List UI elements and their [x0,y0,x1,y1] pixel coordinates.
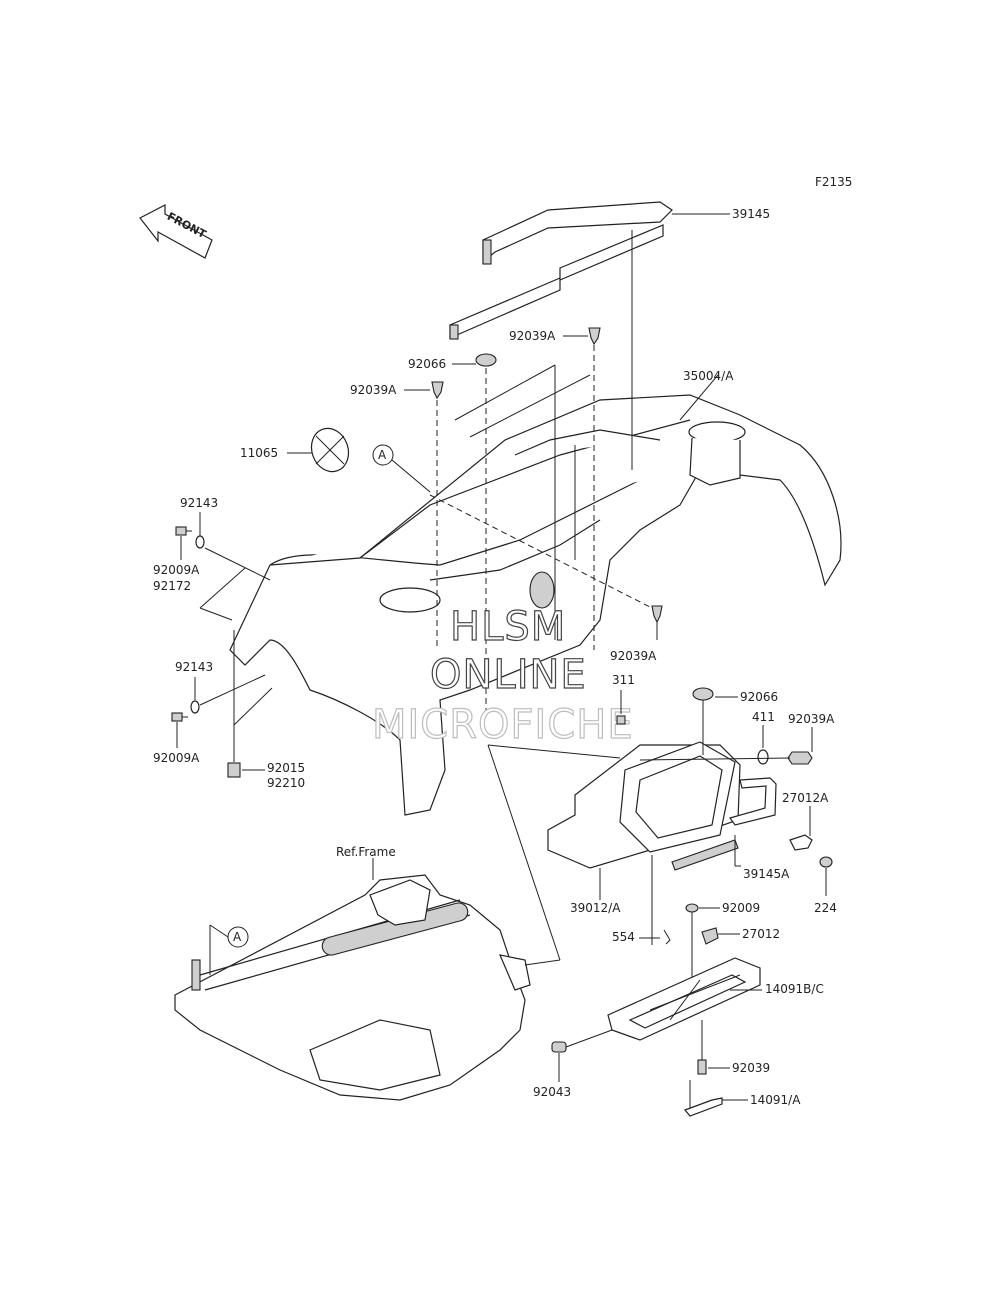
part-label-92210: 92210 [267,776,305,790]
washer-92143-bot [190,700,200,714]
screw-92009 [685,903,699,913]
bracket-27012a [789,834,813,851]
lid-14091bc [607,957,761,1041]
latch-27012 [701,927,719,945]
ref-frame-label: Ref.Frame [336,845,396,859]
plug-92066-right [692,687,714,701]
rod-14091a [683,1097,723,1117]
screw-92009a-top [175,526,192,536]
part-label-14091bc: 14091B/C [765,982,824,996]
part-label-92039a-right: 92039A [788,712,835,726]
part-label-92039a-left: 92039A [350,383,397,397]
part-label-411: 411 [752,710,775,724]
clip-92039a-left [431,381,444,400]
clip-92039a-mid [651,605,663,624]
callout-a-top: A [378,448,387,462]
part-label-92015: 92015 [267,761,305,775]
front-arrow-icon: FRONT [139,204,213,259]
part-label-39012: 39012/A [570,901,621,915]
part-label-311: 311 [612,673,635,687]
handle-rail [449,201,673,340]
plug-92066-top [475,353,497,367]
part-label-554: 554 [612,930,635,944]
part-label-92009: 92009 [722,901,760,915]
part-label-14091a: 14091/A [750,1093,801,1107]
part-label-92066-right: 92066 [740,690,778,704]
washer-92143-top [195,535,205,549]
clip-311 [616,715,626,725]
part-label-92143-top: 92143 [180,496,218,510]
part-label-27012: 27012 [742,927,780,941]
part-label-92172: 92172 [153,579,191,593]
part-label-92009a-top: 92009A [153,563,200,577]
pin-554 [663,929,671,945]
watermark-line-1: HLSM [450,604,566,650]
part-label-92066-top: 92066 [408,357,446,371]
watermark-line-2: ONLINE [430,652,587,698]
part-label-224: 224 [814,901,837,915]
rear-fender [229,394,842,816]
part-label-92039a-mid: 92039A [610,649,657,663]
screw-224 [819,856,833,868]
part-label-35004: 35004/A [683,369,734,383]
part-label-92009a-bot: 92009A [153,751,200,765]
part-label-92039: 92039 [732,1061,770,1075]
figure-code: F2135 [815,175,852,189]
emblem-11065 [310,427,350,473]
watermark-line-3: MICROFICHE [372,702,634,748]
screw-92009a-bot [171,712,188,722]
clip-92039a-right [787,751,813,765]
part-label-92143-bot: 92143 [175,660,213,674]
washer-411 [757,749,769,765]
rivet-92039 [697,1059,707,1075]
seal-39145a [729,777,777,826]
part-label-11065: 11065 [240,446,278,460]
storage-box-39012 [547,741,741,871]
clip-92039a-top [588,327,601,346]
callout-a-bottom: A [233,930,242,944]
part-label-39145: 39145 [732,207,770,221]
part-label-92043: 92043 [533,1085,571,1099]
pin-92043 [551,1041,567,1053]
part-label-92039a-top: 92039A [509,329,556,343]
part-label-27012a: 27012A [782,791,829,805]
part-label-39145a: 39145A [743,867,790,881]
reference-frame [174,874,531,1101]
nut-92015 [227,762,241,778]
